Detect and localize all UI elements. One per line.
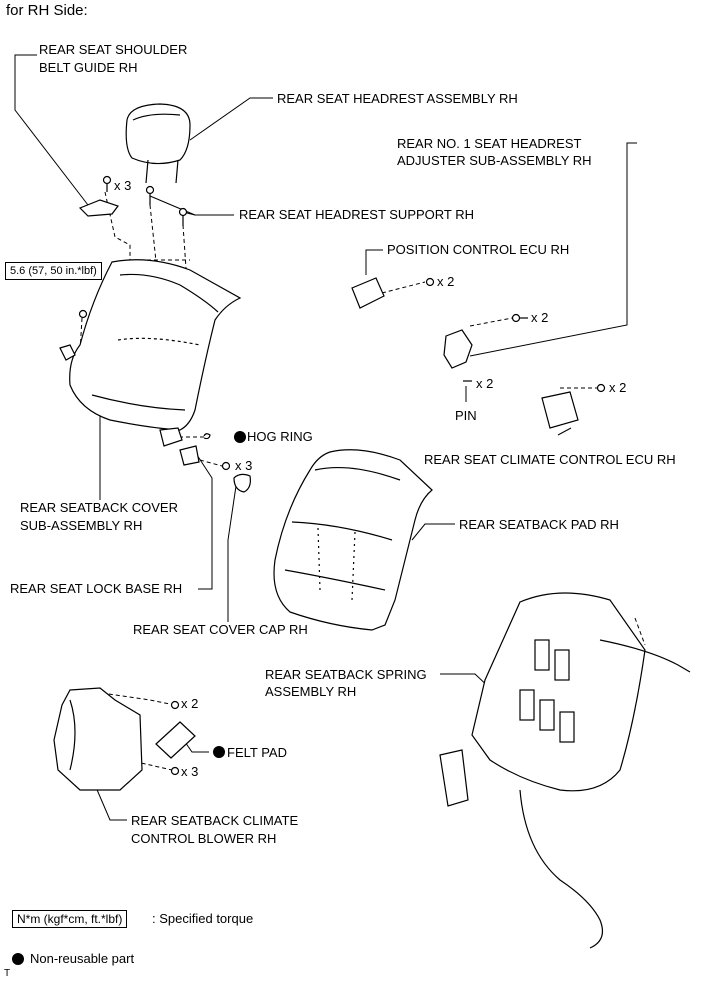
hog-ring-dot-icon [234, 431, 246, 443]
spring-assembly-drawing [439, 592, 691, 949]
torque-spec-box: 5.6 (57, 50 in.*lbf) [5, 262, 102, 280]
label-headrest-adjuster-line2: ADJUSTER SUB-ASSEMBLY RH [397, 153, 592, 168]
label-hog-ring: HOG RING [247, 429, 313, 444]
legend-nonreusable-text: Non-reusable part [30, 951, 135, 966]
label-seatback-cover-line1: REAR SEATBACK COVER [20, 500, 178, 515]
label-climate-control-ecu: REAR SEAT CLIMATE CONTROL ECU RH [424, 452, 676, 467]
headrest-drawing [125, 103, 191, 184]
qty-climate-ecu-nut: x 2 [609, 380, 627, 395]
label-cover-cap: REAR SEAT COVER CAP RH [133, 622, 308, 637]
qty-blower-nut: x 3 [181, 764, 199, 779]
label-headrest-support: REAR SEAT HEADREST SUPPORT RH [239, 207, 475, 222]
qty-ecu-nut: x 2 [437, 274, 455, 289]
footer-mark: T [4, 968, 11, 979]
belt-guide-drawing [78, 175, 188, 319]
label-climate-blower-line2: CONTROL BLOWER RH [131, 831, 277, 846]
label-felt-pad: FELT PAD [227, 745, 287, 760]
seatback-pad-drawing [273, 449, 433, 631]
climate-ecu-drawing [541, 383, 606, 429]
label-position-control-ecu: POSITION CONTROL ECU RH [387, 242, 570, 257]
blower-drawing [53, 687, 180, 791]
legend-torque-text: : Specified torque [152, 911, 254, 926]
qty-belt-guide-bolt: x 3 [114, 178, 132, 193]
felt-pad-dot-icon [213, 746, 225, 758]
label-shoulder-belt-guide-line1: REAR SEAT SHOULDER [39, 42, 188, 57]
legend-dot-icon [12, 953, 24, 965]
felt-pad-drawing [155, 721, 196, 759]
label-headrest-assembly: REAR SEAT HEADREST ASSEMBLY RH [277, 91, 518, 106]
qty-pin: x 2 [476, 376, 494, 391]
seatback-cover-drawing [59, 259, 242, 447]
label-lock-base: REAR SEAT LOCK BASE RH [10, 581, 183, 596]
legend-torque-box: N*m (kgf*cm, ft.*lbf) [12, 910, 128, 928]
label-headrest-adjuster-line1: REAR NO. 1 SEAT HEADREST [397, 136, 582, 151]
label-spring-assembly-line1: REAR SEATBACK SPRING [265, 667, 427, 682]
adjuster-drawing [443, 313, 528, 382]
qty-adjuster-bolt: x 2 [531, 310, 549, 325]
label-pin: PIN [455, 408, 477, 423]
label-spring-assembly-line2: ASSEMBLY RH [265, 684, 357, 699]
label-climate-blower-line1: REAR SEATBACK CLIMATE [131, 813, 299, 828]
qty-blower-bolt: x 2 [181, 696, 199, 711]
position-ecu-drawing [351, 277, 435, 309]
label-seatback-pad: REAR SEATBACK PAD RH [459, 517, 619, 532]
qty-lock-base-bolt: x 3 [235, 458, 253, 473]
page-title: for RH Side: [6, 2, 88, 19]
lock-base-drawing [179, 433, 251, 493]
label-shoulder-belt-guide-line2: BELT GUIDE RH [39, 60, 138, 75]
label-seatback-cover-line2: SUB-ASSEMBLY RH [20, 518, 143, 533]
